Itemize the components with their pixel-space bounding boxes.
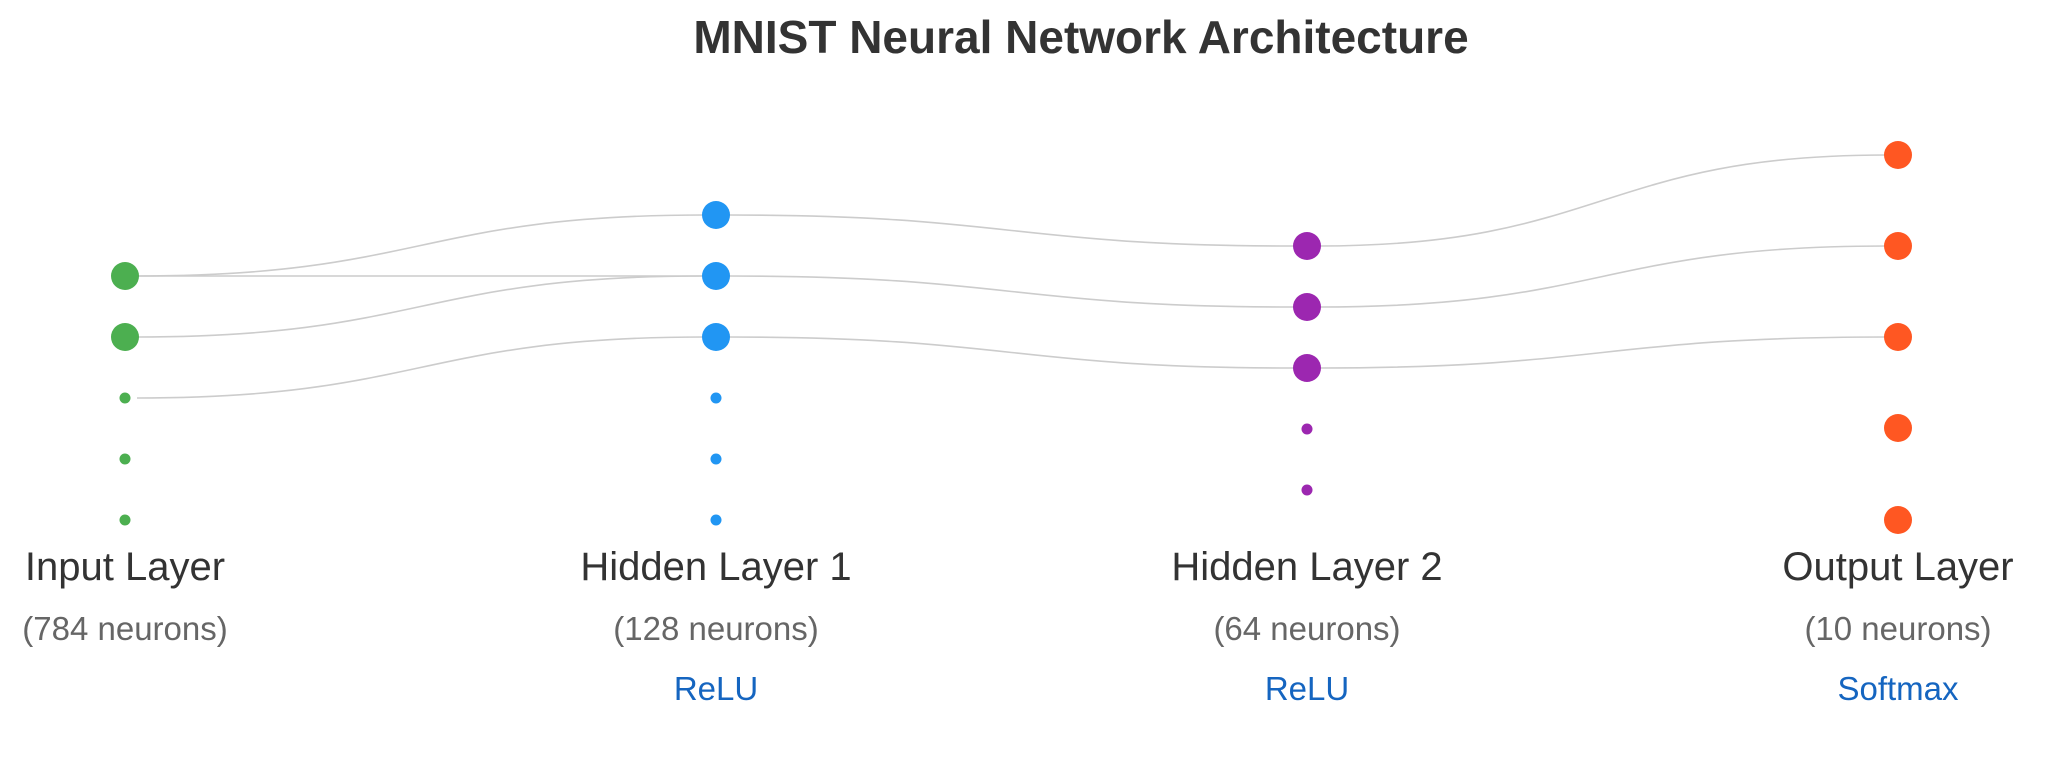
neurons (111, 141, 1912, 534)
connection-line (136, 275, 705, 338)
connection-line (1318, 245, 1887, 308)
hidden1-neuron (702, 201, 730, 229)
connection-line (1318, 336, 1887, 369)
connection-line (727, 214, 1296, 247)
output-neuron (1884, 414, 1912, 442)
hidden1-neuron (702, 323, 730, 351)
connection-line (136, 214, 705, 277)
connection-line (136, 336, 705, 399)
hidden2-neuron (1293, 293, 1321, 321)
input-neuron (111, 262, 139, 290)
activation-label: Softmax (1837, 670, 1959, 707)
hidden1-ellipsis-dot (710, 453, 722, 465)
hidden2-neuron (1293, 354, 1321, 382)
diagram-title: MNIST Neural Network Architecture (693, 11, 1469, 63)
hidden2-neuron (1293, 232, 1321, 260)
neuron-count: (784 neurons) (22, 610, 227, 647)
hidden2-ellipsis-dot (1301, 423, 1313, 435)
layer-name: Hidden Layer 2 (1171, 545, 1442, 589)
input-ellipsis-dot (119, 392, 131, 404)
layer-name: Input Layer (25, 545, 225, 589)
connection-line (727, 275, 1296, 308)
input-neuron (111, 323, 139, 351)
output-neuron (1884, 232, 1912, 260)
connection-line (1318, 154, 1887, 247)
layer-name: Output Layer (1782, 545, 2013, 589)
hidden1-neuron (702, 262, 730, 290)
connection-line (727, 336, 1296, 369)
hidden1-ellipsis-dot (710, 514, 722, 526)
output-neuron (1884, 323, 1912, 351)
output-neuron (1884, 141, 1912, 169)
connections (136, 154, 1887, 399)
activation-label: ReLU (1265, 670, 1349, 707)
hidden2-ellipsis-dot (1301, 484, 1313, 496)
hidden1-ellipsis-dot (710, 392, 722, 404)
input-ellipsis-dot (119, 514, 131, 526)
neuron-count: (10 neurons) (1804, 610, 1991, 647)
layer-labels: Input Layer (784 neurons) Hidden Layer 1 (1… (22, 545, 2013, 707)
neuron-count: (128 neurons) (613, 610, 818, 647)
input-ellipsis-dot (119, 453, 131, 465)
output-neuron (1884, 506, 1912, 534)
neuron-count: (64 neurons) (1213, 610, 1400, 647)
activation-label: ReLU (674, 670, 758, 707)
layer-name: Hidden Layer 1 (580, 545, 851, 589)
